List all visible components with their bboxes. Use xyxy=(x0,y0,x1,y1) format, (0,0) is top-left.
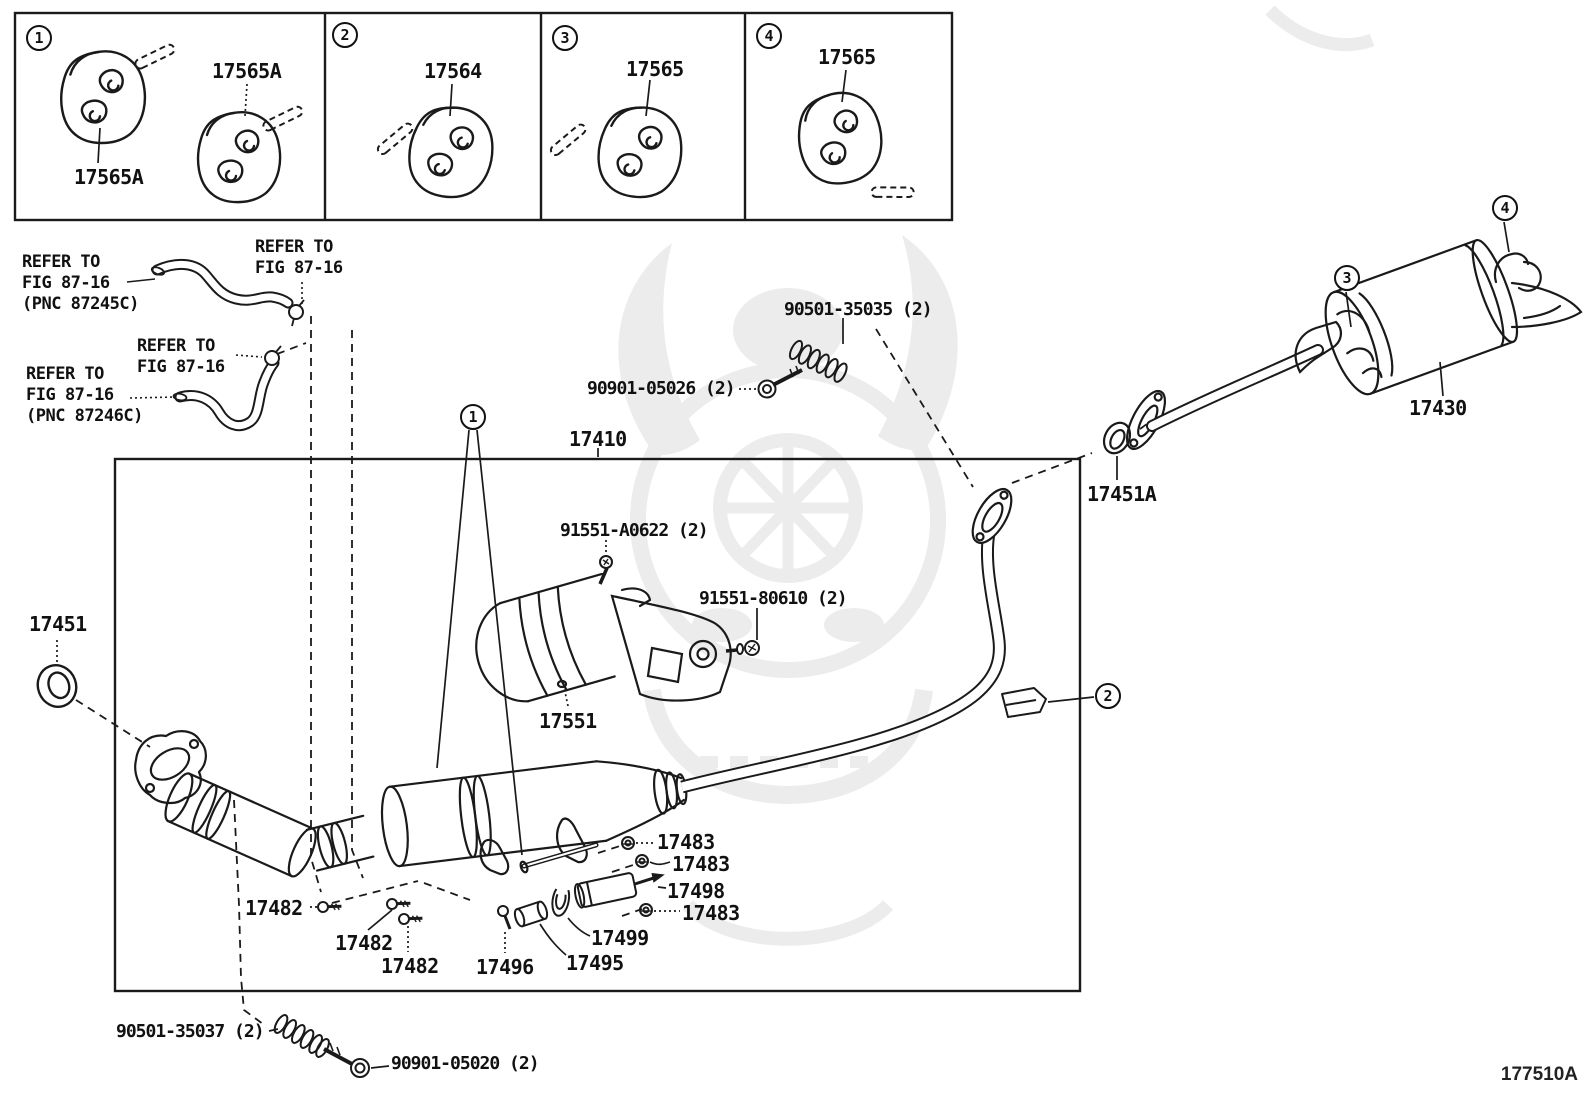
label-90901-05020: 90901-05020 (2) xyxy=(391,1053,540,1074)
label-90901-05026: 90901-05026 (2) xyxy=(587,378,736,399)
callout-3-text: 3 xyxy=(1342,269,1352,287)
assembly-dash-lines xyxy=(75,316,1152,1025)
leader-lines xyxy=(56,221,1510,1069)
label-17498: 17498 xyxy=(667,879,725,903)
label-17483-2: 17483 xyxy=(672,852,730,876)
hanger-insulator-art xyxy=(60,43,916,209)
watermark-logo xyxy=(618,5,1375,946)
label-17565a-bottom: 17565A xyxy=(74,165,144,189)
label-90501-35037: 90501-35037 (2) xyxy=(116,1021,265,1042)
callout-4: 4 xyxy=(1492,195,1518,221)
refer-note-line: FIG 87-16 xyxy=(26,385,114,405)
label-91551-a0622: 91551-A0622 (2) xyxy=(560,520,709,541)
label-17496: 17496 xyxy=(476,955,534,979)
label-17495: 17495 xyxy=(566,951,624,975)
refer-note-line: REFER TO xyxy=(137,336,215,356)
callout-1-text: 1 xyxy=(468,408,478,426)
panel-number-3: 3 xyxy=(552,25,578,51)
spring-bolt-art xyxy=(273,339,848,1078)
callout-3: 3 xyxy=(1334,265,1360,291)
panel-number-4: 4 xyxy=(756,23,782,49)
label-17565a-top: 17565A xyxy=(212,59,282,83)
refer-note-line: FIG 87-16 xyxy=(137,357,225,377)
label-17430: 17430 xyxy=(1409,396,1467,420)
label-17482-2: 17482 xyxy=(335,931,393,955)
refer-note-87245c: REFER TO FIG 87-16 (PNC 87245C) xyxy=(22,252,139,315)
refer-hose-art xyxy=(126,258,305,432)
label-17565-panel3: 17565 xyxy=(626,57,684,81)
label-91551-80610: 91551-80610 (2) xyxy=(699,588,848,609)
label-17483-1: 17483 xyxy=(657,830,715,854)
panel-number-2-text: 2 xyxy=(340,26,350,44)
label-17451: 17451 xyxy=(29,612,87,636)
panel-number-2: 2 xyxy=(332,22,358,48)
heat-insulator-art xyxy=(475,572,732,703)
panel-number-3-text: 3 xyxy=(560,29,570,47)
front-pipe-art xyxy=(134,730,688,878)
label-17482-1: 17482 xyxy=(245,896,303,920)
refer-note-87246c: REFER TO FIG 87-16 (PNC 87246C) xyxy=(26,364,143,427)
callout-2: 2 xyxy=(1095,683,1121,709)
callout-4-text: 4 xyxy=(1500,199,1510,217)
main-pipe-art xyxy=(680,487,1047,794)
muffler-art xyxy=(1102,238,1583,455)
refer-note-top: REFER TO FIG 87-16 xyxy=(255,237,343,279)
diagram-code: 177510A xyxy=(1500,1064,1578,1085)
refer-note-middle: REFER TO FIG 87-16 xyxy=(137,336,225,378)
label-17564: 17564 xyxy=(424,59,482,83)
refer-note-line: REFER TO xyxy=(26,364,104,384)
refer-note-line: FIG 87-16 xyxy=(255,258,343,278)
label-17565-panel4: 17565 xyxy=(818,45,876,69)
label-17482-3: 17482 xyxy=(381,954,439,978)
label-17410: 17410 xyxy=(569,427,627,451)
label-17551: 17551 xyxy=(539,709,597,733)
refer-note-line: FIG 87-16 xyxy=(22,273,110,293)
label-90501-35035: 90501-35035 (2) xyxy=(784,299,933,320)
refer-note-line: (PNC 87245C) xyxy=(22,294,139,314)
refer-note-line: REFER TO xyxy=(255,237,333,257)
label-17499: 17499 xyxy=(591,926,649,950)
callout-2-text: 2 xyxy=(1103,687,1113,705)
panel-number-1: 1 xyxy=(26,25,52,51)
panel-number-1-text: 1 xyxy=(34,29,44,47)
label-17451a: 17451A xyxy=(1087,482,1157,506)
small-parts-art xyxy=(317,555,760,930)
label-17483-3: 17483 xyxy=(682,901,740,925)
refer-note-line: (PNC 87246C) xyxy=(26,406,143,426)
panel-frames xyxy=(13,11,1082,993)
refer-note-line: REFER TO xyxy=(22,252,100,272)
panel-number-4-text: 4 xyxy=(764,27,774,45)
callout-1: 1 xyxy=(460,404,486,430)
front-gasket-art xyxy=(36,664,78,708)
